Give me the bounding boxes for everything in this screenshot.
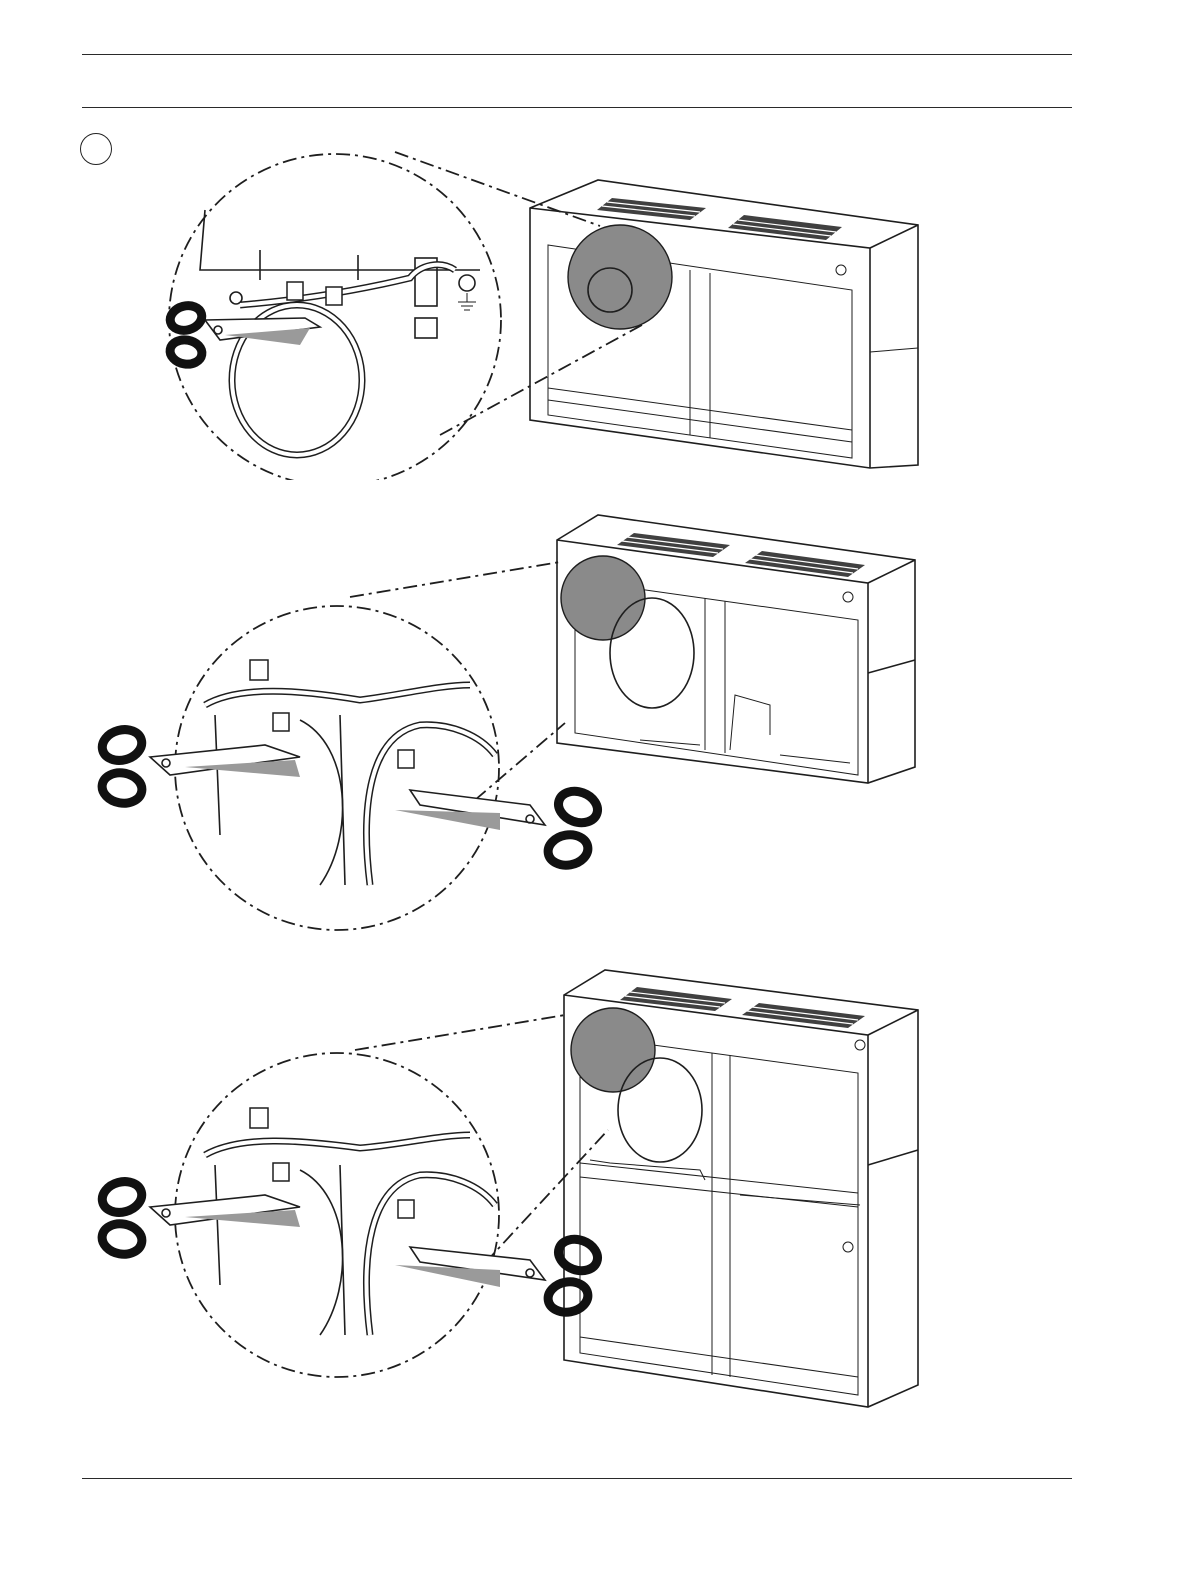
detail-view-2 [99, 606, 602, 930]
figure-3 [0, 965, 1192, 1415]
page-footer [82, 1478, 1072, 1518]
scissors-icon-left-2 [99, 1177, 300, 1257]
cable-tie-icon-6 [250, 1108, 268, 1128]
detail-highlight-2 [561, 556, 645, 640]
scissors-icon [167, 302, 320, 366]
figure-1 [0, 130, 1192, 480]
cabinet-1 [530, 180, 918, 468]
detail-view-1 [167, 154, 501, 480]
page-header [82, 54, 1072, 108]
ground-symbol-icon [458, 275, 476, 310]
cabinet-2 [557, 515, 915, 783]
cable-tie-icon-8 [398, 1200, 414, 1218]
cable-tie-icon-5 [398, 750, 414, 768]
detail-highlight-1 [568, 225, 672, 329]
figure-2 [0, 505, 1192, 935]
cable-tie-icon-7 [273, 1163, 289, 1181]
detail-view-3 [99, 1053, 602, 1377]
cable-tie-icon-2 [326, 287, 342, 305]
cable-tie-icon [287, 282, 303, 300]
scissors-icon-right [395, 786, 602, 868]
detail-highlight-3 [571, 1008, 655, 1092]
header-rule-bottom [82, 107, 1072, 108]
figure-1-drawing [0, 130, 1192, 480]
figure-2-drawing [0, 505, 1192, 935]
cable-tie-icon-3 [250, 660, 268, 680]
scissors-icon-left [99, 725, 300, 806]
figure-3-drawing [0, 965, 1192, 1415]
cable-tie-icon-4 [273, 713, 289, 731]
cabinet-3 [564, 970, 918, 1407]
